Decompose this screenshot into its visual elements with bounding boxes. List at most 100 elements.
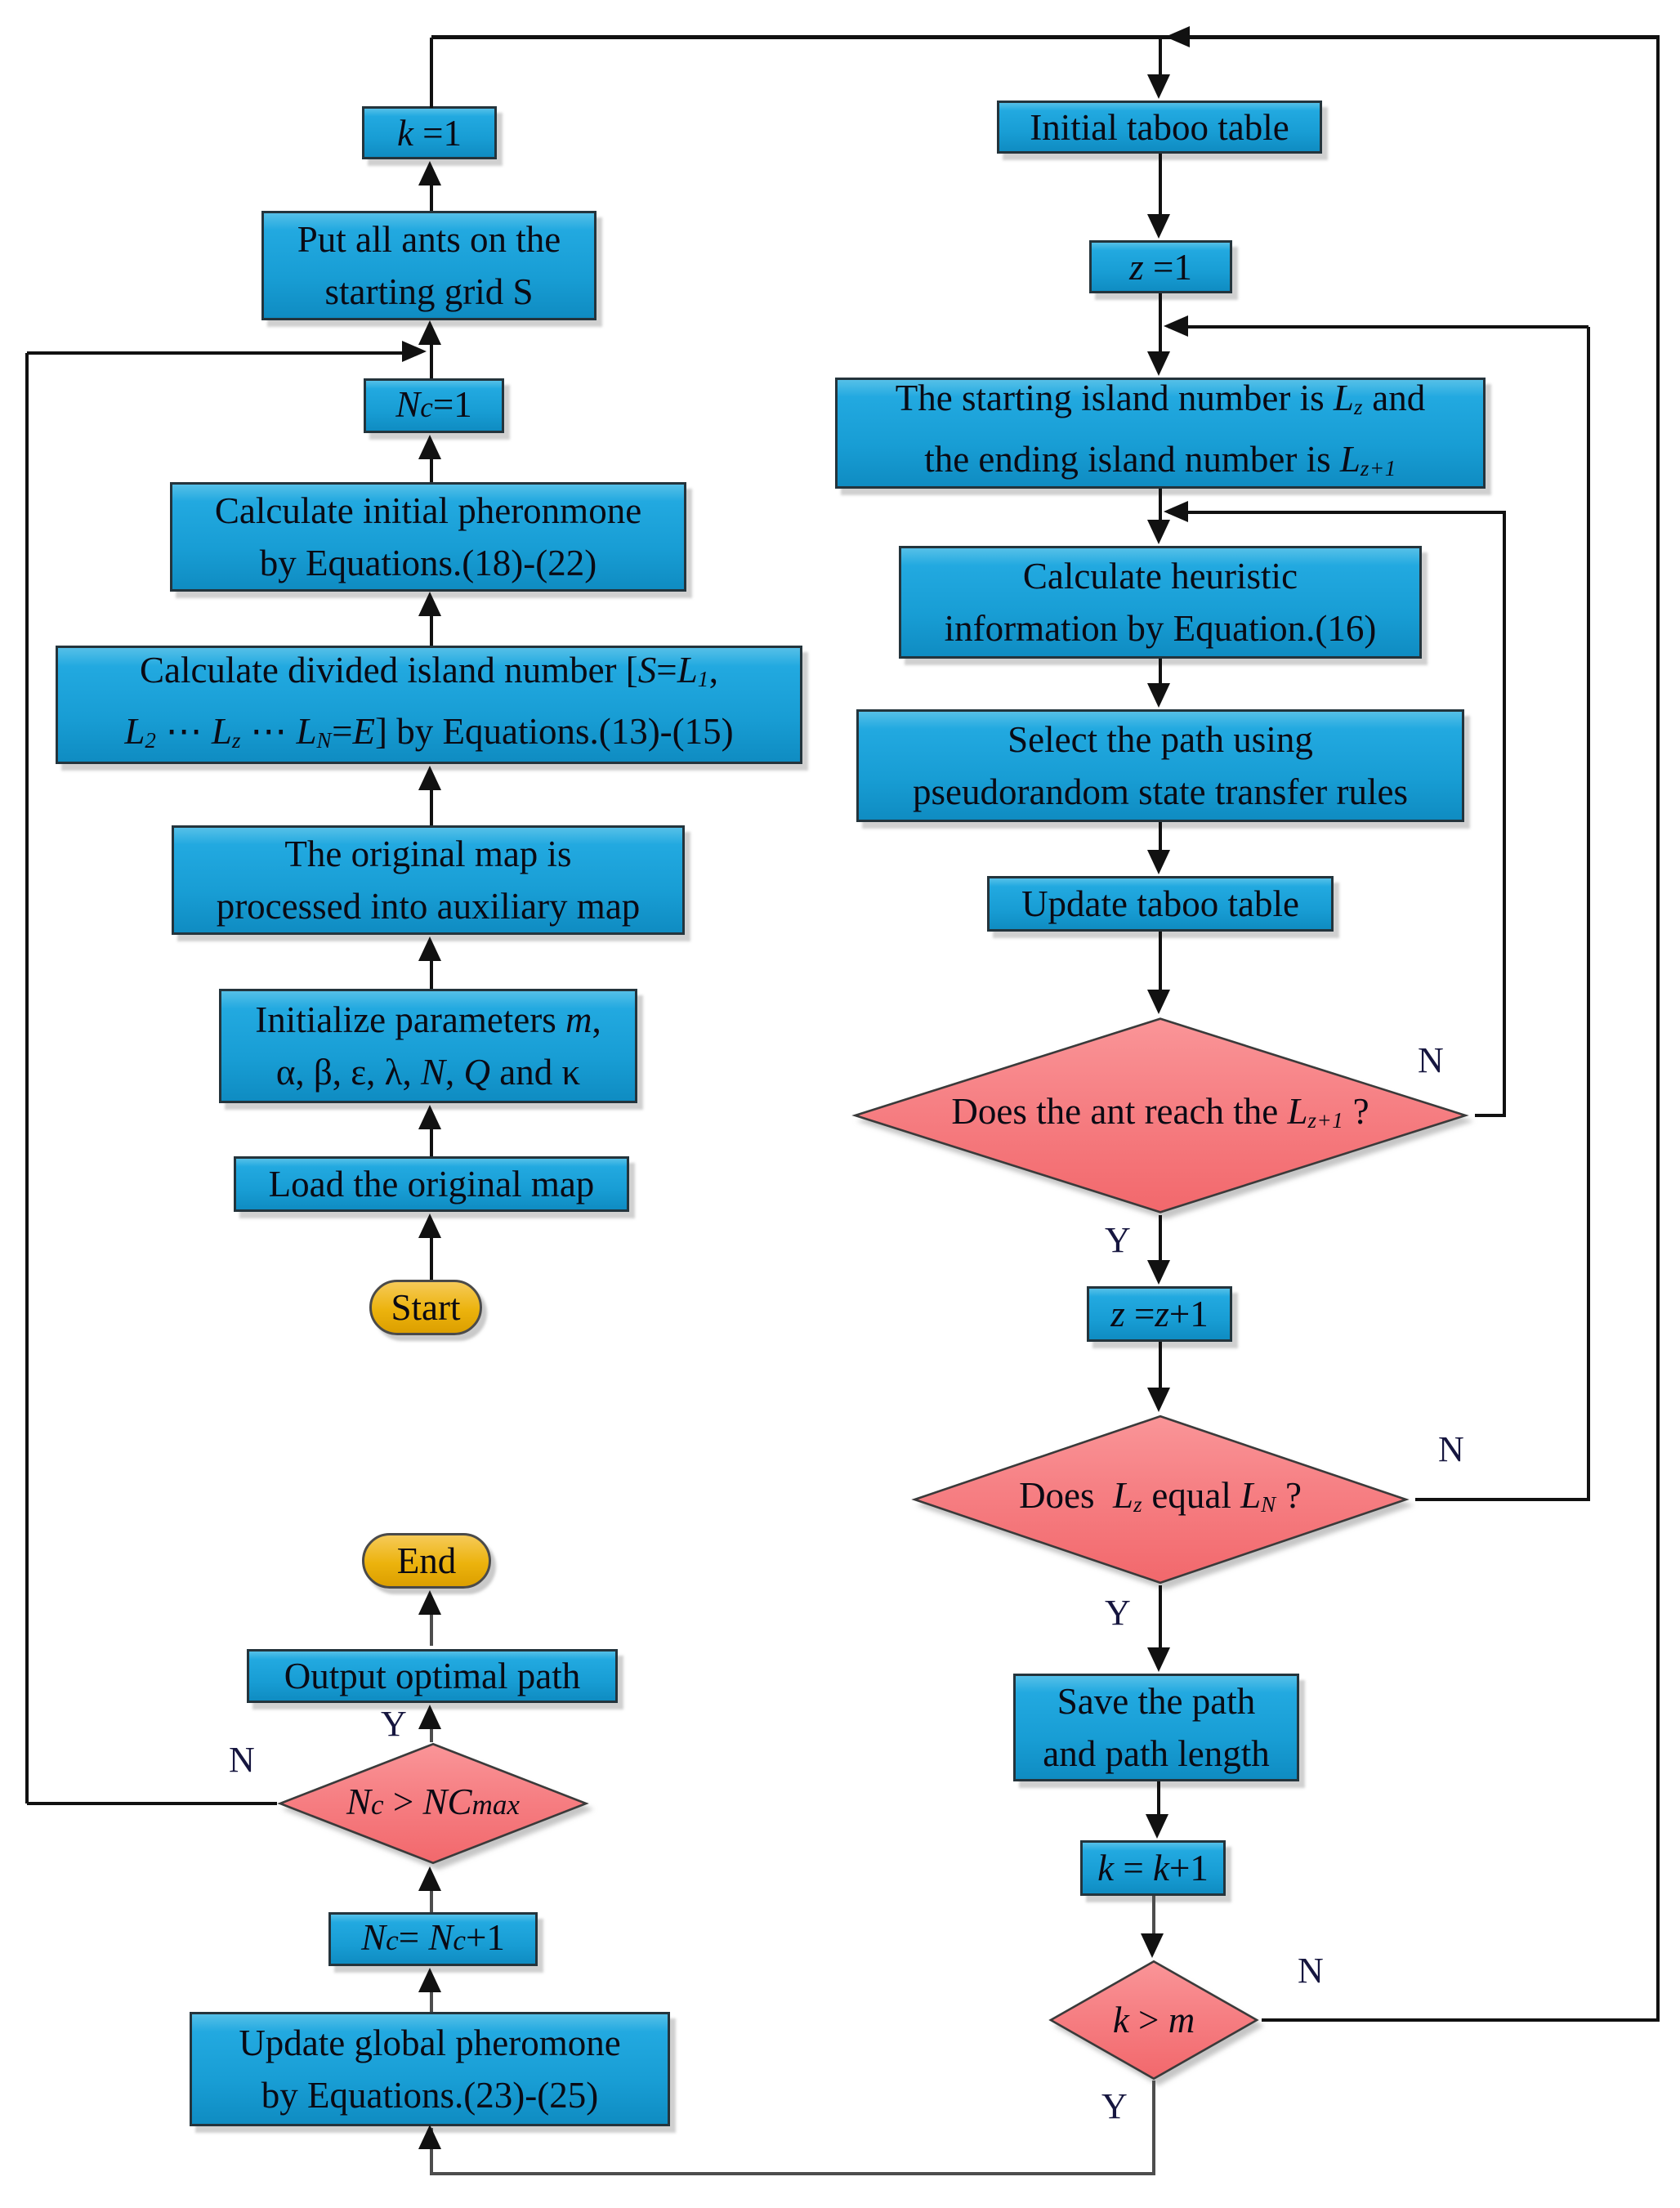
arrowhead-put-ants xyxy=(418,320,441,345)
edge-island-to-heuristic xyxy=(1159,489,1162,523)
arrowhead-z1 xyxy=(1147,214,1170,239)
node-init-params: Initialize parameters m,α, β, ε, λ, N, Q… xyxy=(219,989,637,1103)
node-k-init-label: k =1 xyxy=(396,112,462,154)
decision-km: k > m xyxy=(1048,1960,1260,2081)
arrowhead-k-init xyxy=(418,161,441,185)
edge-put-to-k1 xyxy=(430,185,433,211)
edge-km-yes-down xyxy=(1152,2081,1155,2175)
arrowhead-save xyxy=(1147,1647,1170,1672)
edge-loop-reach-horizontal-bottom xyxy=(1475,1114,1506,1117)
edge-z1-to-island xyxy=(1159,293,1162,353)
node-update-taboo-label: Update taboo table xyxy=(1021,883,1299,924)
arrowhead-reach xyxy=(1147,990,1170,1014)
branch-label-reach-yes: Y xyxy=(1105,1220,1131,1260)
edge-bottom-horizontal xyxy=(430,2172,1155,2175)
arrowhead-aux-map xyxy=(418,936,441,961)
edge-into-taboo-init xyxy=(1159,38,1162,76)
terminal-end-label: End xyxy=(396,1540,457,1581)
edge-output-to-end xyxy=(430,1615,433,1646)
arrowhead-end xyxy=(418,1590,441,1615)
branch-label-km-yes: Y xyxy=(1101,2086,1128,2126)
node-k-inc: k = k+1 xyxy=(1080,1840,1226,1896)
edge-loop-lz-horizontal-top xyxy=(1168,325,1588,329)
edge-heuristic-to-select xyxy=(1159,659,1162,685)
decision-ant-reach: Does the ant reach the Lz+1 ? xyxy=(846,1016,1475,1215)
node-z-inc: z =z+1 xyxy=(1087,1286,1232,1342)
branch-label-lz-no: N xyxy=(1438,1429,1464,1469)
edge-k1-up xyxy=(430,38,433,108)
branch-label-km-no: N xyxy=(1298,1951,1324,1991)
edge-load-to-init xyxy=(430,1129,433,1156)
arrowhead-output-path xyxy=(418,1705,441,1729)
node-load-map: Load the original map xyxy=(234,1156,629,1212)
edge-init-to-map xyxy=(430,961,433,989)
edge-ncmax-no-rejoin xyxy=(27,351,405,355)
node-load-map-label: Load the original map xyxy=(268,1164,595,1205)
arrowhead-update-global xyxy=(418,2125,441,2149)
decision-ncmax: Nc > NCmax xyxy=(275,1742,591,1865)
arrowhead-select xyxy=(1147,683,1170,708)
node-output-path-label: Output optimal path xyxy=(284,1656,581,1696)
edge-kinc-to-km xyxy=(1152,1896,1155,1935)
decision-lz-equal: Does Lz equal LN ? xyxy=(907,1414,1414,1585)
diamond-shape xyxy=(846,1016,1475,1215)
edge-taboo-to-z1 xyxy=(1159,154,1162,216)
node-k-init: k =1 xyxy=(362,106,497,159)
node-calc-island-label: Calculate divided island number [S=L1,L2… xyxy=(124,649,734,753)
edge-island-to-pheromone xyxy=(430,616,433,646)
node-z-init-label: z =1 xyxy=(1129,246,1192,288)
edge-loop-reach-vertical xyxy=(1503,512,1506,1115)
edge-global-to-ncinc xyxy=(430,1992,433,2012)
edge-select-to-taboo xyxy=(1159,822,1162,851)
arrowhead-load-map xyxy=(418,1214,441,1238)
edge-save-to-kinc xyxy=(1157,1781,1160,1816)
decision-ant-reach-label: Does the ant reach the Lz+1 ? xyxy=(951,1090,1369,1133)
terminal-start-label: Start xyxy=(391,1287,461,1328)
decision-lz-equal-label: Does Lz equal LN ? xyxy=(1019,1474,1302,1517)
terminal-end: End xyxy=(362,1533,491,1589)
arrowhead-init-params xyxy=(418,1105,441,1129)
arrowhead-calc-pheromone xyxy=(418,592,441,616)
edge-top-line xyxy=(431,35,1660,39)
arrowhead-heuristic xyxy=(1147,520,1170,544)
edge-reach-to-zinc xyxy=(1159,1215,1162,1262)
branch-label-lz-yes: Y xyxy=(1105,1593,1131,1633)
arrowhead-nc-init xyxy=(418,435,441,459)
branch-label-reach-no: N xyxy=(1418,1040,1444,1080)
edge-loop-km-horizontal xyxy=(1262,2018,1660,2022)
diamond-shape xyxy=(1048,1960,1260,2081)
arrowhead-taboo-init xyxy=(1147,74,1170,99)
arrowhead-calc-island xyxy=(418,766,441,790)
diamond-shape xyxy=(907,1414,1414,1585)
node-nc-inc: Nc= Nc+1 xyxy=(328,1912,538,1966)
arrowhead-km xyxy=(1141,1933,1164,1958)
arrowhead-ncmax xyxy=(418,1866,441,1891)
decision-km-label: k > m xyxy=(1112,2000,1195,2040)
edge-nc-to-put xyxy=(430,345,433,378)
edge-start-to-load xyxy=(430,1238,433,1280)
arrowhead-update-taboo xyxy=(1147,850,1170,874)
node-z-inc-label: z =z+1 xyxy=(1110,1294,1209,1334)
decision-ncmax-label: Nc > NCmax xyxy=(346,1781,520,1822)
edge-loop-lz-horizontal-bottom xyxy=(1415,1498,1590,1501)
branch-label-ncmax-no: N xyxy=(229,1740,255,1780)
node-taboo-init-label: Initial taboo table xyxy=(1030,106,1289,148)
edge-map-to-island xyxy=(430,790,433,825)
edge-loop-km-vertical xyxy=(1656,38,1660,2020)
node-k-inc-label: k = k+1 xyxy=(1097,1848,1209,1888)
edge-loop-lz-vertical xyxy=(1587,327,1590,1500)
branch-label-ncmax-yes: Y xyxy=(381,1704,407,1744)
